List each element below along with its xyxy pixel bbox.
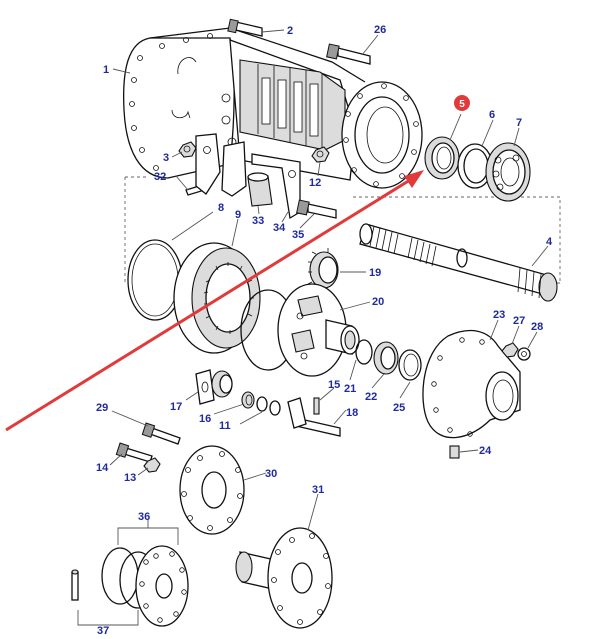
callout-13: 13 [124,472,136,484]
callout-9: 9 [235,209,241,221]
part-23-hub [422,329,521,439]
part-15-pin [313,397,320,415]
callout-7: 7 [516,117,522,129]
part-2-bolt [227,18,263,37]
part-8-oring [127,239,183,321]
callout-16: 16 [199,413,211,425]
callout-24: 24 [479,445,492,457]
callout-29: 29 [96,402,108,414]
part-27-nut [501,342,519,358]
callout-23: 23 [493,309,505,321]
part-19-gear [307,248,339,293]
part-3-nut [178,141,197,158]
callout-1: 1 [103,64,109,76]
part-1-housing [122,27,423,189]
part-21-ring [355,339,373,365]
part-26-bolt [326,43,371,65]
callout-25: 25 [393,402,405,414]
callout-8: 8 [218,202,224,214]
callout-31: 31 [312,484,324,496]
part-37-stud [71,569,79,601]
part-11-washer [256,396,281,416]
planet-gear [211,370,233,398]
callout-21: 21 [344,383,356,395]
callout-17: 17 [170,401,182,413]
callout-30: 30 [265,468,277,480]
part-22-bearing [373,341,399,375]
callout-14: 14 [96,462,109,474]
part-9-ring-gear [173,242,261,354]
part-4-shaft [359,223,558,302]
callout-27: 27 [513,315,525,327]
callout-18: 18 [346,407,358,419]
callout-37: 37 [97,625,109,637]
part-25-ring [398,349,422,381]
highlight-arrow [5,170,424,432]
callout-6: 6 [489,109,495,121]
part-35-bolt [296,199,337,219]
part-5-seal [424,136,460,180]
callout-labels: 5 1 2 26 3 32 12 6 7 8 9 33 34 35 4 19 2… [96,24,553,637]
callout-4: 4 [546,236,553,248]
callout-19: 19 [369,267,381,279]
mounting-brackets [195,133,301,220]
callout-35: 35 [292,229,304,241]
callout-5: 5 [459,99,465,110]
callout-22: 22 [365,391,377,403]
leader-lines [109,29,549,531]
thrust-plate [287,397,307,429]
callout-36: 36 [138,511,150,523]
part-30-flange [179,445,245,535]
callout-12: 12 [309,177,321,189]
highlight-marker [454,95,470,111]
callout-28: 28 [531,321,543,333]
part-24-plug [449,445,460,459]
part-28-washer [517,347,531,361]
part-14-bolt [115,442,153,463]
callout-26: 26 [374,24,386,36]
part-36-rings-plate [101,545,189,627]
part-29-bolt [141,422,181,445]
callout-33: 33 [252,215,264,227]
callout-20: 20 [372,296,384,308]
part-7-bearing [485,142,531,202]
callout-15: 15 [328,379,340,391]
callout-2: 2 [287,25,293,37]
callout-34: 34 [273,222,286,234]
part-17-plate [195,369,215,405]
callout-3: 3 [163,152,169,164]
part-16-bearing [241,391,255,409]
part-33-bushing [247,172,273,207]
part-12-nut [311,146,330,163]
part-20-carrier [240,283,360,377]
part-31-hub-flange [235,527,333,629]
callout-11: 11 [219,420,231,432]
callout-32: 32 [154,171,166,183]
